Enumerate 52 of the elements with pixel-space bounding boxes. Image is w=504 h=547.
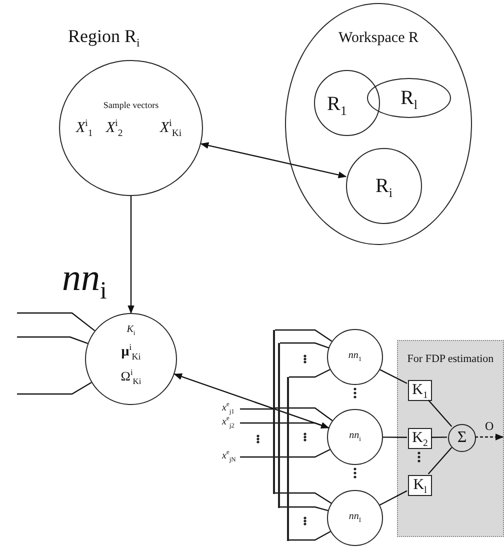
connector-line: [275, 407, 333, 422]
sum-circle: [448, 424, 476, 452]
connector-line: [240, 456, 287, 458]
connector-line: [275, 492, 332, 504]
kernel-count: K$_{i}$: [126, 324, 136, 338]
region-symbol: R$_{1}$: [327, 93, 347, 118]
connector-line: [240, 422, 278, 424]
kernel-label: K$_{1}$: [411, 382, 429, 402]
network-heading: nn$_{i}$: [62, 258, 107, 305]
connector-line: [289, 368, 330, 378]
region-symbol: R$_{l}$: [400, 87, 418, 112]
double-arrow: [174, 373, 330, 428]
region-ellipse: [367, 78, 451, 118]
sum-symbol: Σ: [456, 429, 468, 447]
connector-line: [289, 530, 331, 541]
connector-line: [428, 447, 452, 474]
connector-line: [280, 506, 328, 512]
connector-line: [17, 382, 92, 395]
region-heading: Region R$_{i}$: [68, 27, 140, 50]
sample-vectors-label: Sample vectors: [102, 101, 160, 111]
connector-line: [280, 422, 329, 428]
connector-line: [280, 342, 329, 348]
connector-line: [383, 436, 407, 438]
workspace-heading: Workspace R: [337, 30, 420, 46]
neuron-circle: [327, 329, 383, 385]
arrow: [128, 196, 134, 314]
connector-line: [289, 448, 330, 458]
connector-line: [380, 490, 408, 506]
estimation-panel: [397, 340, 504, 537]
connector-line: [431, 436, 447, 438]
kernel-label: K$_{2}$: [411, 430, 429, 450]
neuron-label: nn$_{I}$: [348, 511, 362, 524]
region-circle: [314, 70, 380, 136]
neuron-label: nn$_{1}$: [347, 350, 363, 364]
arrow: [475, 434, 504, 440]
connector-line: [17, 336, 88, 344]
connector-line: [275, 329, 332, 342]
connector-line: [380, 369, 408, 384]
neuron-label: nn$_{i}$: [348, 430, 362, 444]
connector-line: [428, 400, 452, 427]
neuron-circle: [327, 490, 383, 546]
edge-label: O: [484, 420, 495, 434]
kernel-box: [408, 475, 432, 496]
kernel-label: K$_{l}$: [412, 477, 428, 497]
connector-line: [240, 408, 273, 410]
connector-line: [17, 312, 96, 332]
workspace-ellipse: [285, 3, 472, 245]
region-circle: [346, 148, 422, 224]
double-arrow: [200, 142, 347, 178]
panel-heading: For FDP estimation: [406, 353, 495, 366]
region-symbol: R$_{i}$: [374, 175, 394, 200]
neuron-circle: [327, 409, 383, 465]
